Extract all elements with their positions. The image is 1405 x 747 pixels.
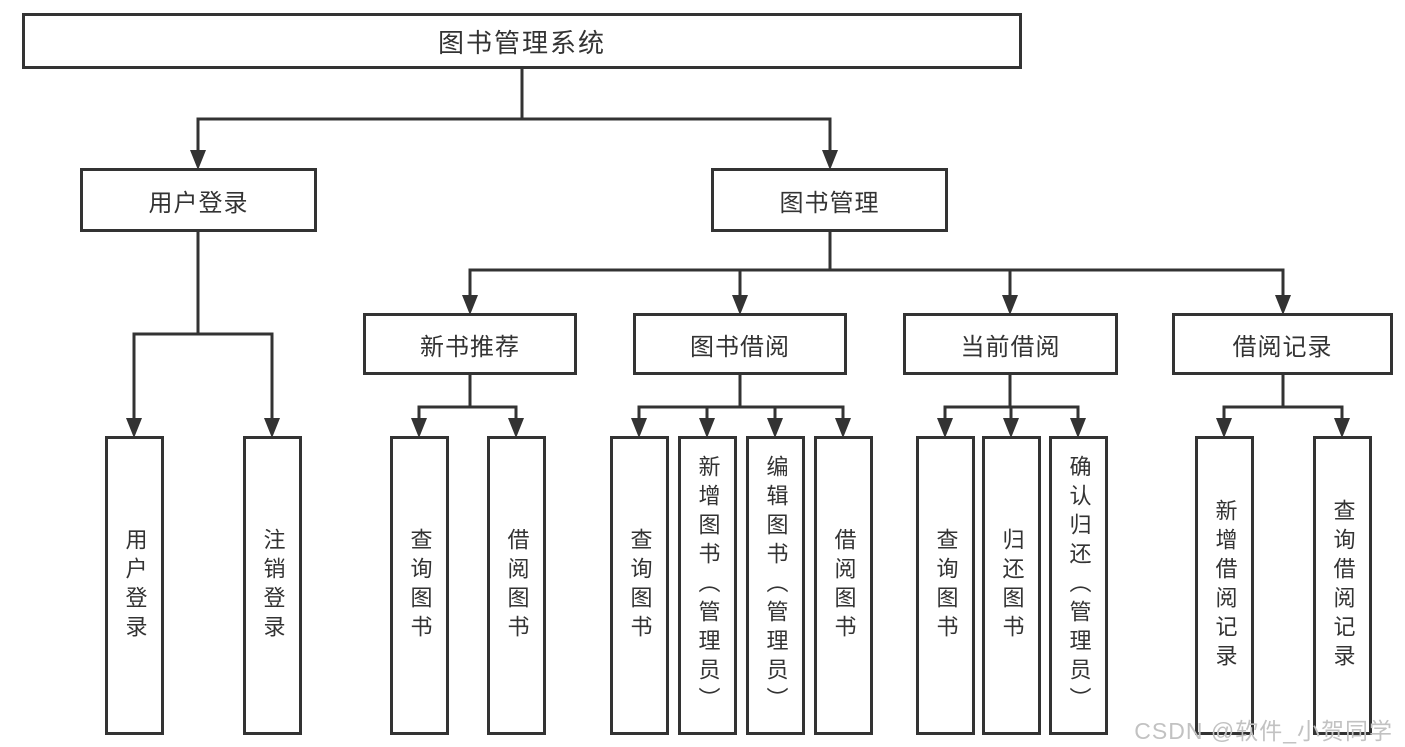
node-label: 查询借阅记录: [1330, 498, 1356, 673]
node-label: 借阅图书: [504, 527, 530, 644]
leaf-bb-borrow-books: 借阅图书: [814, 436, 873, 735]
node-label: 新书推荐: [420, 333, 520, 361]
node-new-book-recommend: 新书推荐: [363, 313, 577, 375]
leaf-cb-return-books: 归还图书: [982, 436, 1041, 735]
arrowheads: [126, 150, 1350, 438]
leaf-logout: 注销登录: [243, 436, 302, 735]
node-label: 图书管理: [779, 189, 880, 217]
node-label: 确认归还（管理员）: [1066, 455, 1092, 716]
node-label: 归还图书: [999, 527, 1025, 644]
leaf-cb-query-books: 查询图书: [916, 436, 975, 735]
leaf-br-query-record: 查询借阅记录: [1313, 436, 1372, 735]
node-label: 图书管理系统: [437, 27, 606, 58]
node-user-login: 用户登录: [80, 168, 317, 232]
node-book-management: 图书管理: [711, 168, 948, 232]
leaf-cb-confirm-return-admin: 确认归还（管理员）: [1049, 436, 1108, 735]
node-label: 当前借阅: [960, 333, 1061, 361]
leaf-user-login: 用户登录: [105, 436, 164, 735]
leaf-rec-borrow-books: 借阅图书: [487, 436, 546, 735]
leaf-bb-edit-books-admin: 编辑图书（管理员）: [746, 436, 805, 735]
node-label: 注销登录: [260, 527, 286, 644]
node-label: 新增图书（管理员）: [695, 455, 721, 716]
node-label: 查询图书: [407, 527, 433, 644]
node-label: 新增借阅记录: [1212, 498, 1238, 673]
node-label: 借阅记录: [1232, 333, 1333, 361]
node-label: 编辑图书（管理员）: [763, 455, 789, 716]
leaf-rec-query-books: 查询图书: [390, 436, 449, 735]
leaf-bb-add-books-admin: 新增图书（管理员）: [678, 436, 737, 735]
node-label: 用户登录: [122, 527, 148, 644]
node-label: 查询图书: [933, 527, 959, 644]
leaf-br-add-record: 新增借阅记录: [1195, 436, 1254, 735]
leaf-bb-query-books: 查询图书: [610, 436, 669, 735]
node-book-borrowing: 图书借阅: [633, 313, 847, 375]
node-root: 图书管理系统: [22, 13, 1022, 69]
node-label: 用户登录: [148, 189, 249, 217]
node-borrowing-records: 借阅记录: [1172, 313, 1393, 375]
node-label: 查询图书: [627, 527, 653, 644]
csdn-watermark: CSDN @软件_小贺同学: [1134, 718, 1393, 744]
node-current-borrowing: 当前借阅: [903, 313, 1118, 375]
node-label: 借阅图书: [831, 527, 857, 644]
node-label: 图书借阅: [690, 333, 790, 361]
